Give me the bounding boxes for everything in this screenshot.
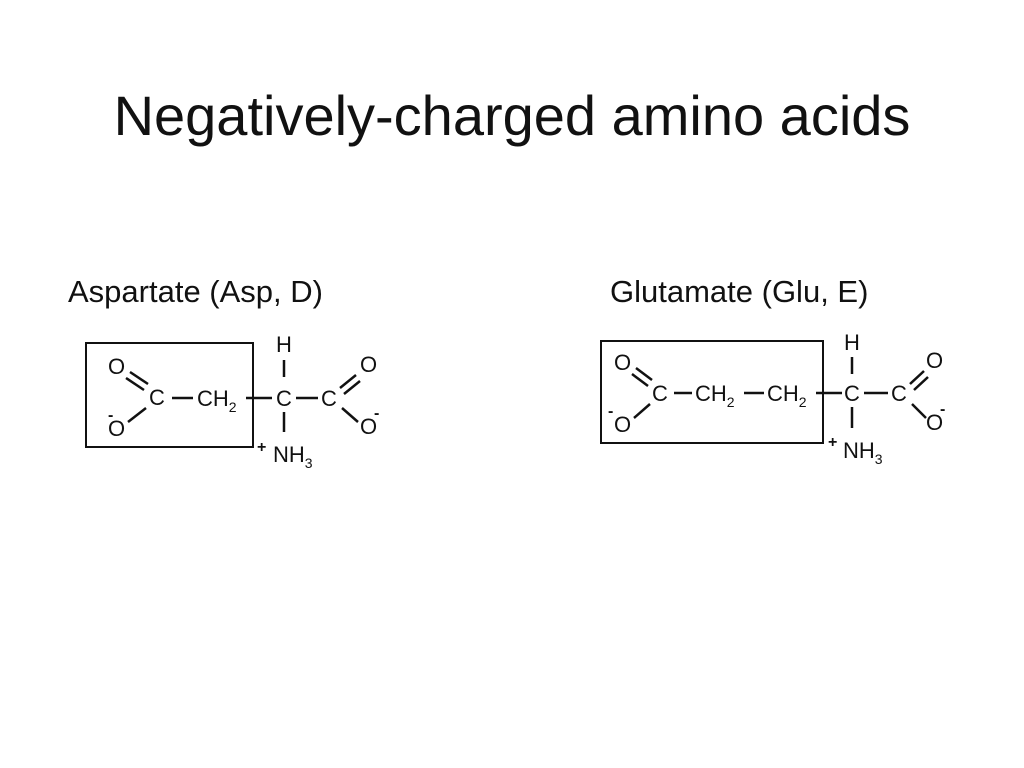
asp-nh3-label: NH [273,442,305,467]
glu-carboxyl-o-bottom: O [926,410,943,435]
glu-side-c: C [652,381,668,406]
glu-carboxyl-double-bond-1 [909,370,925,385]
glu-nh3-sub: 3 [875,451,883,467]
asp-side-minus: - [108,407,113,424]
asp-side-double-bond-2 [129,370,149,386]
asp-nh3-sub: 3 [305,455,313,471]
glu-carboxyl-c: C [891,381,907,406]
glu-side-o-bottom: O [614,412,631,437]
glu-nh3: NH3 [843,438,883,467]
asp-carboxyl-double-bond-2 [343,380,361,395]
glu-ch2-a-label: CH [695,381,727,406]
asp-carboxyl-o-bottom: O [360,414,377,439]
glu-carboxyl-double-bond-2 [913,376,929,391]
glu-carboxyl-o-top: O [926,348,943,373]
glu-side-double-bond-1 [631,373,649,387]
glu-carboxyl-single-bond [911,403,927,419]
glu-side-double-bond-2 [635,367,653,381]
glu-side-single-bond [633,403,651,419]
asp-carboxyl-o-top: O [360,352,377,377]
glu-alpha-c: C [844,381,860,406]
asp-plus: + [257,439,266,456]
glu-side-o-top: O [614,350,631,375]
asp-side-c: C [149,385,165,410]
asp-nh3: NH3 [273,442,313,471]
asp-carboxyl-double-bond-1 [339,374,357,389]
asp-ch2-label: CH [197,386,229,411]
asp-carboxyl-single-bond [341,407,359,423]
asp-ch2: CH2 [197,386,237,415]
asp-carboxyl-c: C [321,386,337,411]
asp-alpha-c: C [276,386,292,411]
asp-side-o-bottom: O [108,416,125,441]
slide-title: Negatively-charged amino acids [113,84,911,147]
glu-ch2-a: CH2 [695,381,735,410]
glu-plus: + [828,434,837,451]
aspartate-name: Aspartate (Asp, D) [68,274,323,309]
glu-nh3-label: NH [843,438,875,463]
glu-side-minus: - [608,403,613,420]
asp-side-single-bond [127,407,147,423]
asp-side-chain-box [85,342,254,448]
glutamate-name: Glutamate (Glu, E) [610,274,869,309]
asp-carboxyl-minus: - [374,405,379,422]
asp-side-double-bond-1 [125,376,145,392]
glu-alpha-h: H [844,330,860,355]
glu-carboxyl-minus: - [940,401,945,418]
glu-ch2-a-sub: 2 [727,394,735,410]
glu-ch2-b-sub: 2 [799,394,807,410]
glu-ch2-b-label: CH [767,381,799,406]
asp-alpha-h: H [276,332,292,357]
glu-ch2-b: CH2 [767,381,807,410]
asp-side-o-top: O [108,354,125,379]
asp-ch2-sub: 2 [229,399,237,415]
